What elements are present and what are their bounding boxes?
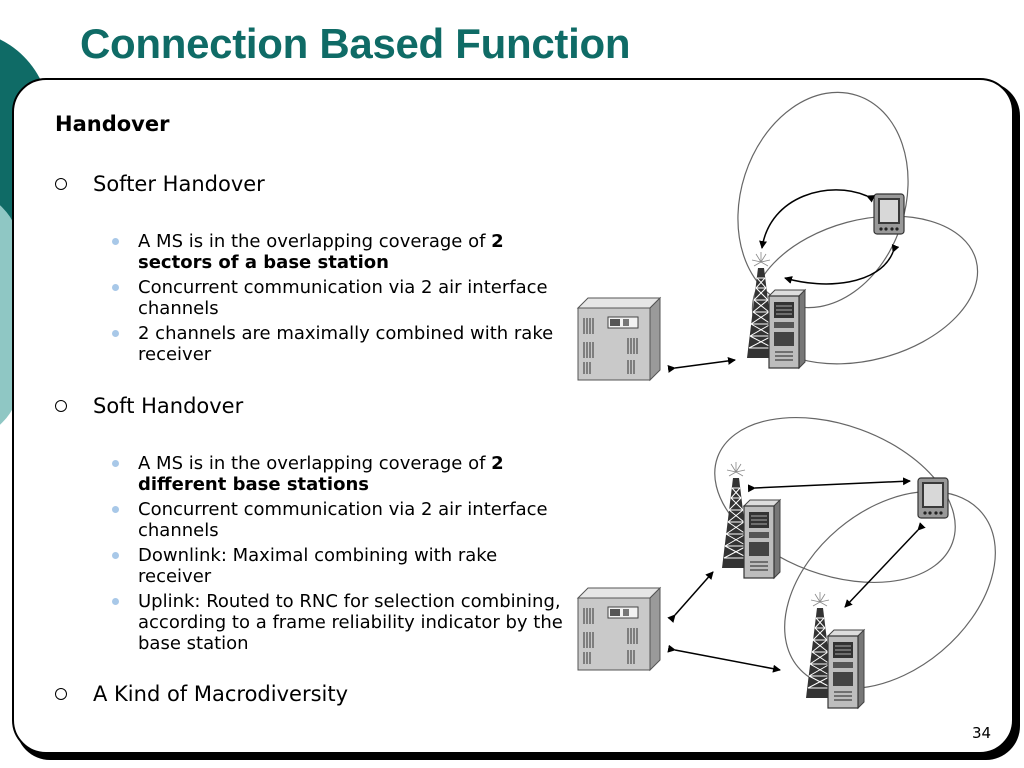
dot-bullet-icon <box>112 598 119 605</box>
dot-bullet-icon <box>112 238 119 245</box>
coverage-cell-2 <box>784 490 996 690</box>
link-arrow <box>844 522 926 608</box>
dot-bullet-icon <box>112 460 119 467</box>
mobile-station-icon <box>873 193 905 235</box>
dot-bullet-icon <box>112 330 119 337</box>
bullet-label: Soft Handover <box>93 394 244 418</box>
link-arrow <box>747 477 911 493</box>
base-station-tower-icon <box>805 591 865 709</box>
dot-bullet-icon <box>112 552 119 559</box>
base-station-tower-icon <box>721 461 781 579</box>
rnc-server-icon <box>577 297 661 381</box>
bullet-label: Softer Handover <box>93 172 265 196</box>
base-station-tower-icon <box>746 251 806 369</box>
emphasis: 2 sectors of a base station <box>138 231 504 273</box>
link-arrow <box>667 356 736 373</box>
coverage-cell-1 <box>714 416 956 584</box>
mobile-station-icon <box>917 477 949 519</box>
slide-title: Connection Based Function <box>80 20 631 67</box>
link-arrow <box>759 189 876 249</box>
bullet-label: A Kind of Macrodiversity <box>93 682 349 706</box>
link-arrow <box>667 571 714 623</box>
section-heading: Handover <box>55 112 170 136</box>
emphasis: 2 different base stations <box>138 453 504 495</box>
link-arrow <box>667 644 781 673</box>
hollow-circle-bullet-icon <box>55 688 67 700</box>
hollow-circle-bullet-icon <box>55 400 67 412</box>
link-arrow <box>784 244 900 285</box>
hollow-circle-bullet-icon <box>55 178 67 190</box>
dot-bullet-icon <box>112 284 119 291</box>
rnc-server-icon <box>577 587 661 671</box>
dot-bullet-icon <box>112 506 119 513</box>
page-number: 34 <box>972 724 992 742</box>
